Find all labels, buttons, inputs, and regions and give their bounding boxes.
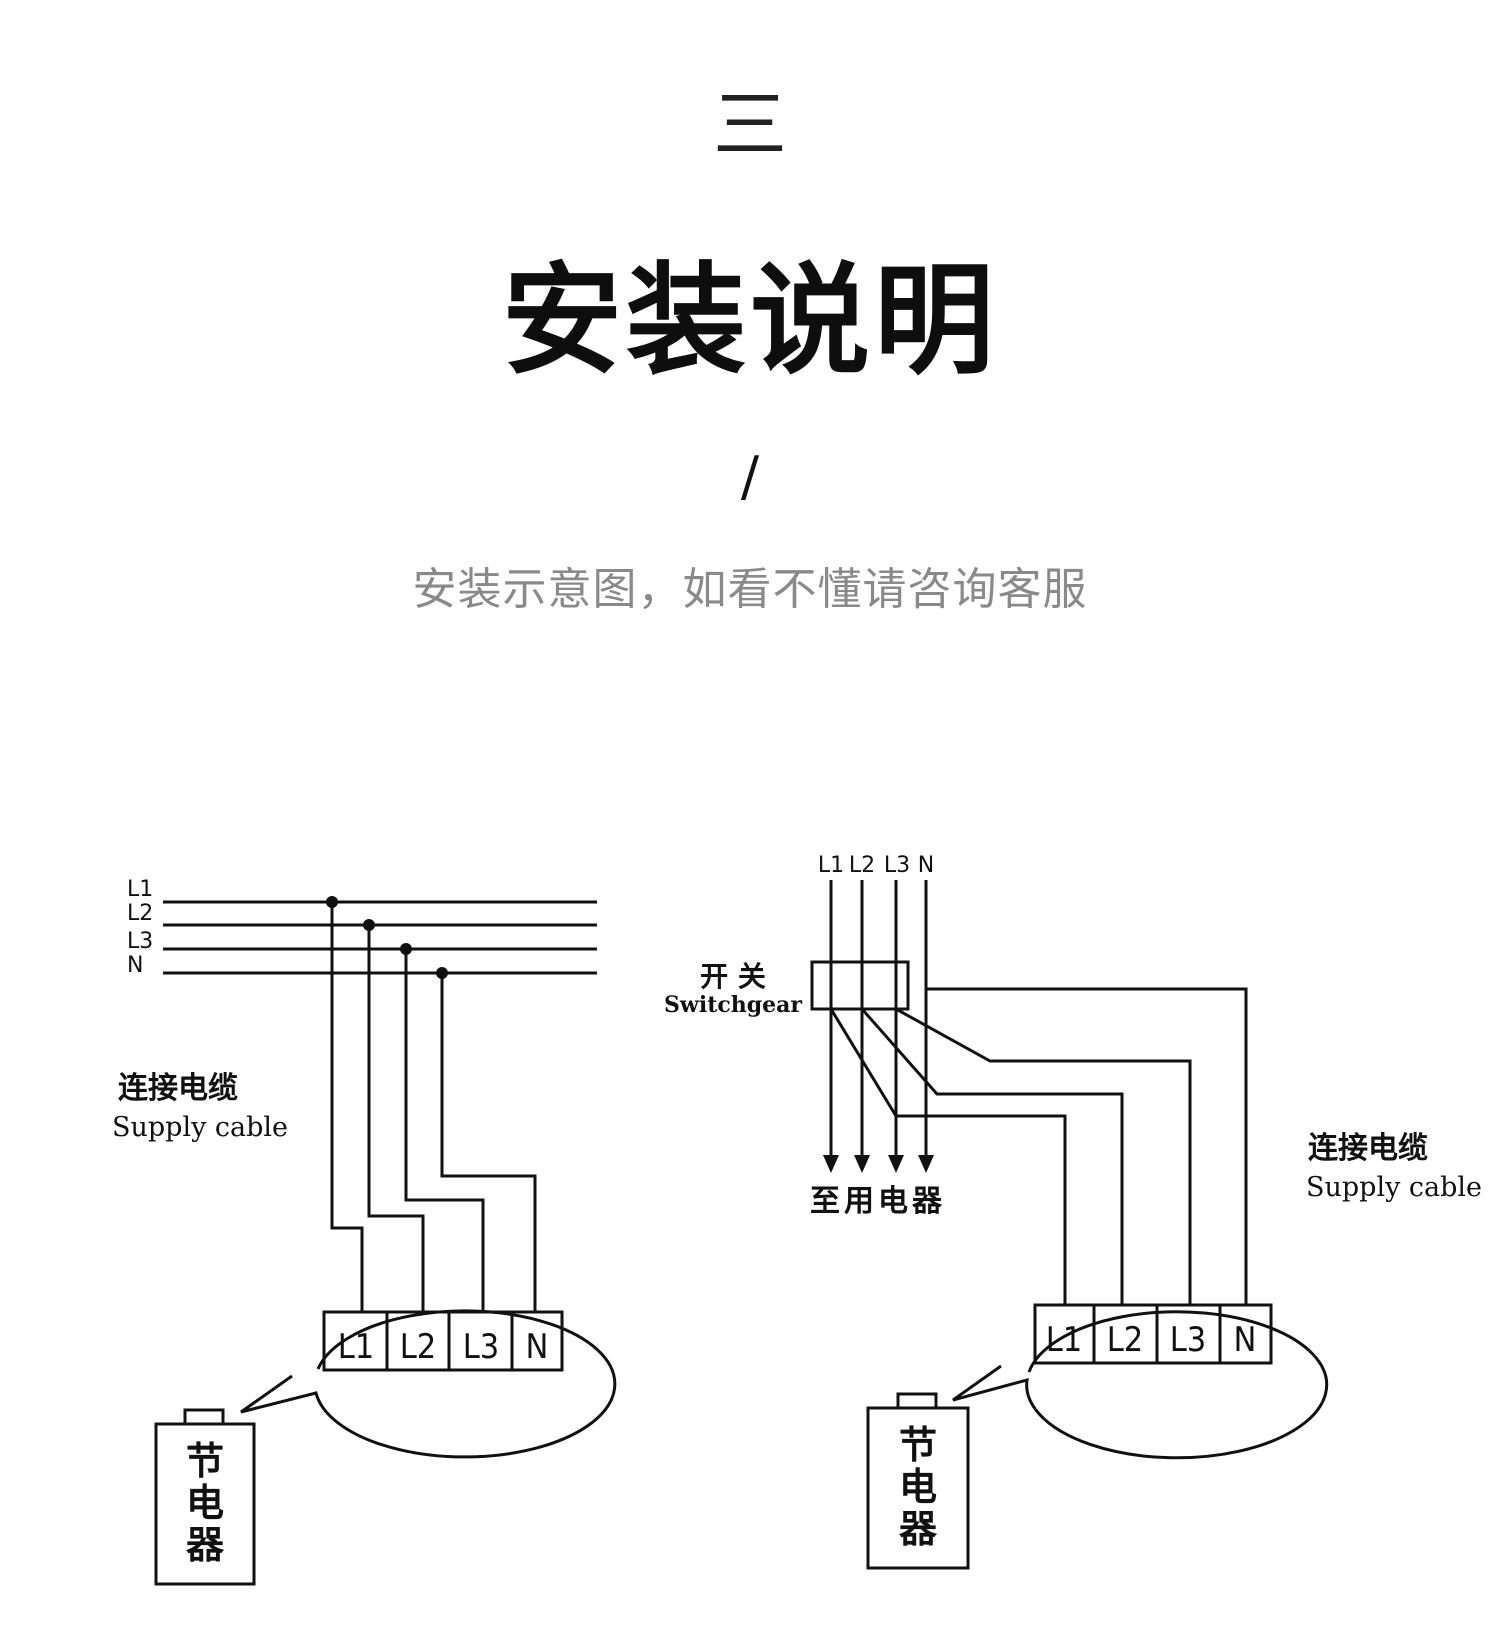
left-device-char-1: 节 <box>186 1439 224 1483</box>
left-cable-label-en: Supply cable <box>112 1112 288 1143</box>
right-line-label-l3: L3 <box>884 853 910 878</box>
right-terminal-l3: L3 <box>1170 1320 1207 1360</box>
right-device-char-3: 器 <box>899 1507 938 1551</box>
left-device-cap <box>183 1408 225 1426</box>
left-terminal-block <box>322 1310 564 1372</box>
left-device-char-3: 器 <box>186 1523 225 1567</box>
right-line-label-l2: L2 <box>849 853 875 878</box>
right-wire-l3 <box>895 1007 1192 1305</box>
left-line-label-n: N <box>127 953 143 978</box>
right-terminal-n: N <box>1234 1320 1257 1360</box>
page-subtitle: 安装示意图，如看不懂请咨询客服 <box>412 564 1088 615</box>
left-line-label-l3: L3 <box>127 929 153 954</box>
right-device-char-1: 节 <box>899 1423 937 1467</box>
load-label: 至用电器 <box>810 1184 946 1219</box>
left-terminal-n: N <box>526 1327 549 1367</box>
left-device-body <box>154 1422 256 1586</box>
right-terminal-l1: L1 <box>1046 1320 1083 1360</box>
left-wire-l2 <box>367 925 425 1312</box>
right-terminal-l2: L2 <box>1107 1320 1144 1360</box>
switchgear-box <box>810 960 910 1011</box>
left-cable-label-cn: 连接电缆 <box>118 1071 238 1106</box>
right-arrow-l3 <box>888 1155 904 1173</box>
right-cable-label-en: Supply cable <box>1306 1172 1482 1203</box>
left-terminal-l2: L2 <box>400 1327 437 1367</box>
left-wire-l1 <box>330 902 364 1312</box>
left-callout-bubble <box>240 1309 617 1459</box>
left-device-char-2: 电 <box>186 1481 224 1525</box>
left-terminal-l1: L1 <box>338 1327 375 1367</box>
right-wire-l2 <box>860 1008 1124 1305</box>
right-arrow-n <box>918 1155 934 1173</box>
right-terminal-block <box>1033 1303 1273 1365</box>
right-arrow-l2 <box>854 1155 870 1173</box>
right-wire-l1 <box>829 1008 1067 1305</box>
right-line-label-n: N <box>918 853 934 878</box>
right-device-cap <box>896 1392 938 1410</box>
right-device-char-2: 电 <box>899 1465 937 1509</box>
right-cable-label-cn: 连接电缆 <box>1308 1131 1428 1166</box>
left-wiring-diagram: L1 L2 L3 N 连接电缆 Supply cable L1 L2 L3 N <box>112 877 617 1586</box>
right-wire-n <box>926 987 1248 1305</box>
title-divider: / <box>740 445 760 508</box>
left-wire-l3 <box>404 949 485 1312</box>
right-device-body <box>866 1406 970 1570</box>
left-line-label-l2: L2 <box>127 901 153 926</box>
page-title: 安装说明 <box>502 252 998 391</box>
right-arrow-l1 <box>823 1155 839 1173</box>
switchgear-label-en: Switchgear <box>664 992 802 1018</box>
left-wire-n <box>440 973 537 1312</box>
switchgear-label-cn: 开 关 <box>700 960 766 993</box>
right-line-label-l1: L1 <box>818 853 844 878</box>
right-callout-bubble <box>952 1310 1329 1460</box>
right-wiring-diagram: L1 L2 L3 N 开 关 Switchgear 至用电器 连接电缆 Supp… <box>664 853 1482 1570</box>
section-number: 三 <box>713 82 787 168</box>
left-terminal-l3: L3 <box>463 1327 500 1367</box>
left-line-label-l1: L1 <box>127 877 153 902</box>
